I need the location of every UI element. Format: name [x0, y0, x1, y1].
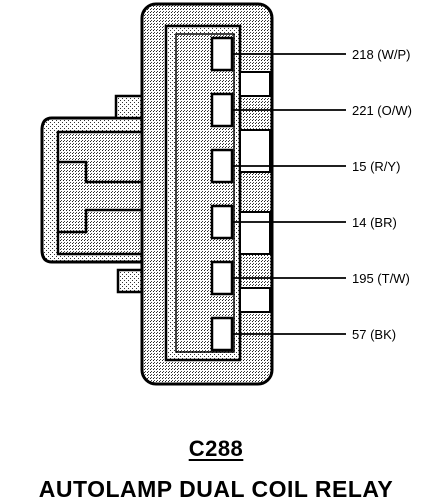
pin-row [210, 36, 346, 352]
pin-label: 221 (O/W) [352, 103, 412, 118]
pin-label: 14 (BR) [352, 215, 397, 230]
connector-latch [40, 94, 146, 294]
connector-side-steps [239, 71, 271, 313]
connector-body [140, 2, 274, 386]
pin-labels: 218 (W/P) 221 (O/W) 15 (R/Y) 14 (BR) 195… [352, 47, 412, 342]
pin-label: 15 (R/Y) [352, 159, 400, 174]
pin-label: 195 (T/W) [352, 271, 410, 286]
pin-cavity [210, 204, 346, 240]
pin-cavity [210, 316, 346, 352]
connector-id: C288 [188, 436, 244, 461]
connector-name: AUTOLAMP DUAL COIL RELAY [38, 476, 394, 502]
pin-cavity [210, 92, 346, 128]
pin-label: 218 (W/P) [352, 47, 411, 62]
pin-cavity [210, 148, 346, 184]
pin-cavity [210, 36, 346, 72]
pin-cavity [210, 260, 346, 296]
pin-label: 57 (BK) [352, 327, 396, 342]
